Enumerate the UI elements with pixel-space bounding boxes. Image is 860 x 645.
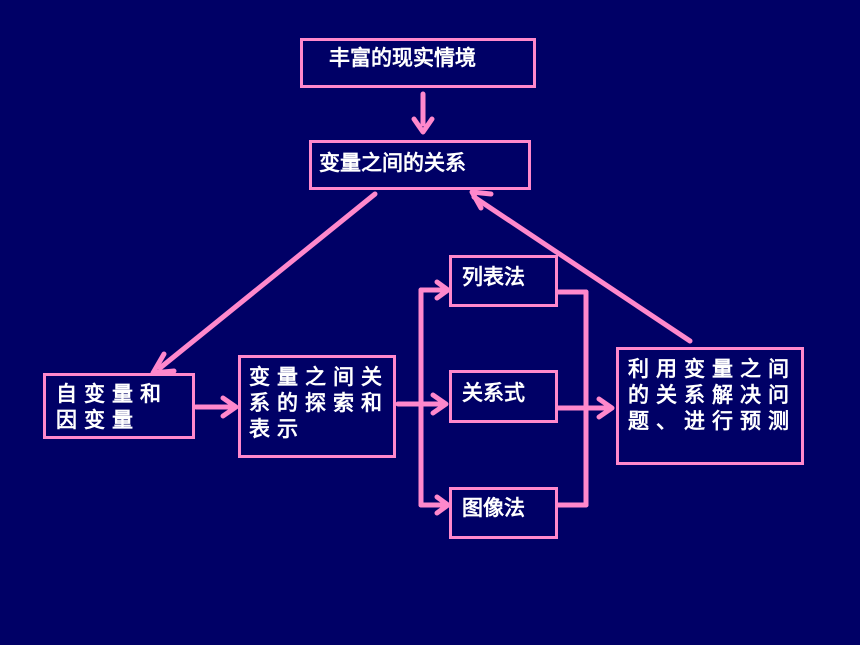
- node-graph-method: 图像法: [449, 487, 558, 539]
- node-table-label: 列表法: [462, 265, 525, 289]
- node-rich-situation: 丰富的现实情境: [300, 38, 536, 88]
- arrow-relationship-to-variables: [157, 191, 378, 371]
- node-independent-dependent-variables: 自变量和因变量: [43, 373, 195, 439]
- node-explore-represent-relationship: 变量之间关系的探索和表示: [238, 355, 396, 458]
- node-explore-label: 变量之间关系的探索和表示: [249, 365, 389, 441]
- node-solve-and-predict: 利用变量之间的关系解决问题、进行预测: [616, 347, 804, 465]
- node-relation-formula: 关系式: [449, 370, 558, 423]
- node-relationship-label: 变量之间的关系: [319, 151, 466, 175]
- node-rich-situation-label: 丰富的现实情境: [329, 46, 476, 70]
- node-variables-label: 自变量和因变量: [56, 382, 168, 432]
- node-formula-label: 关系式: [462, 381, 525, 405]
- node-graph-label: 图像法: [462, 496, 525, 520]
- node-relationship-between-variables: 变量之间的关系: [309, 140, 531, 190]
- arrow-solve-to-relationship: [471, 194, 693, 344]
- node-table-method: 列表法: [449, 255, 558, 307]
- node-solve-label: 利用变量之间的关系解决问题、进行预测: [628, 357, 796, 433]
